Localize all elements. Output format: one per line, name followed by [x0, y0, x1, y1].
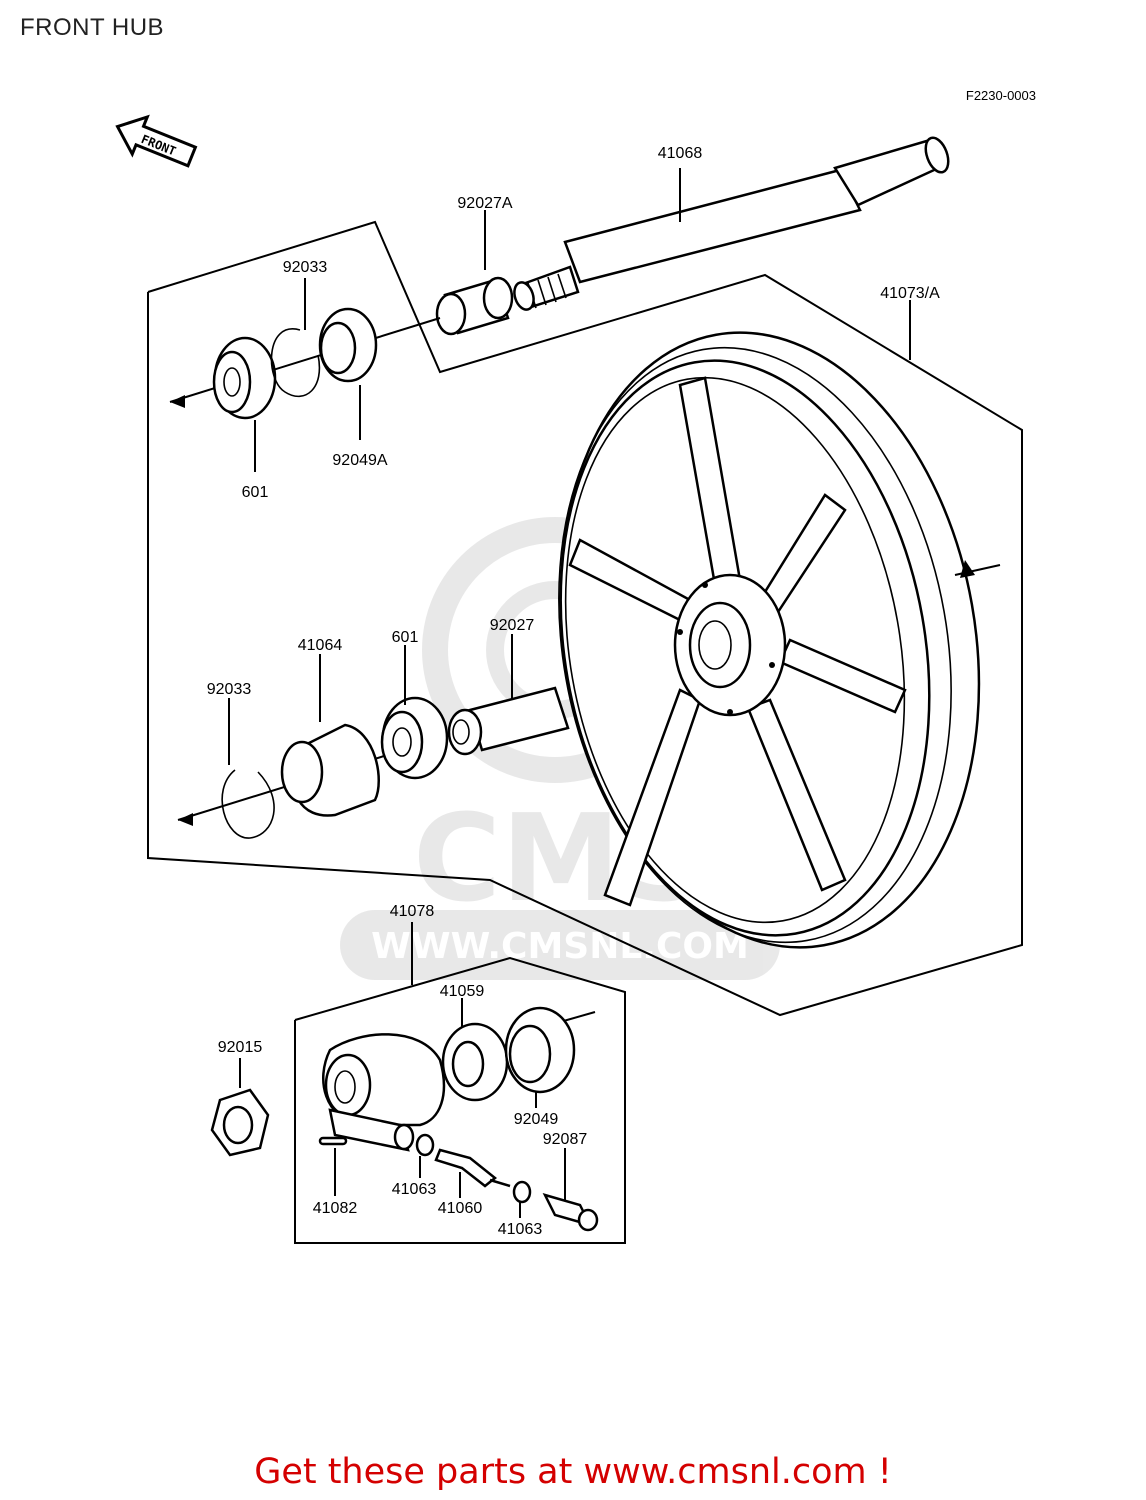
- gearbox: [322, 1033, 446, 1152]
- collar-a: [435, 276, 514, 336]
- pin: [318, 1136, 348, 1146]
- axle: [513, 136, 950, 311]
- arrow-head-icon: [170, 395, 185, 408]
- oil-seal: [504, 1006, 576, 1094]
- label-oil-seal-a: 92049A: [332, 452, 387, 469]
- label-bearing-top: 601: [242, 484, 269, 501]
- promo-footer: Get these parts at www.cmsnl.com !: [0, 1452, 1146, 1492]
- label-circlip-mid: 92033: [207, 681, 252, 698]
- pinion: [434, 1148, 511, 1188]
- bearing-mid: [380, 696, 449, 780]
- wheel: [558, 331, 981, 949]
- arrow-head-icon: [178, 813, 193, 826]
- label-pinion: 41060: [438, 1200, 483, 1217]
- label-gearbox: 41078: [390, 903, 435, 920]
- collar: [447, 686, 570, 756]
- watermark-url: WWW.CMSNL.COM: [371, 926, 749, 967]
- circlip-top: [270, 328, 321, 398]
- front-arrow-icon: FRONT: [115, 114, 198, 168]
- label-wheel: 41073/A: [880, 285, 940, 302]
- label-collar: 92027: [490, 617, 535, 634]
- label-bearing-mid: 601: [392, 629, 419, 646]
- axis-line-bottom: [559, 1011, 596, 1023]
- plate: [280, 723, 380, 817]
- label-bushing: 92087: [543, 1131, 588, 1148]
- washer-a: [415, 1133, 435, 1157]
- label-oil-seal: 92049: [514, 1111, 559, 1128]
- parts-diagram: CMS WWW.CMSNL.COM F2230-0003 FRONT: [115, 88, 1036, 1244]
- promo-link[interactable]: Get these parts at www.cmsnl.com !: [254, 1452, 892, 1492]
- label-plate: 41064: [298, 637, 343, 654]
- label-pin: 41082: [313, 1200, 358, 1217]
- drive-gear: [441, 1022, 509, 1102]
- label-washer-a: 41063: [392, 1181, 437, 1198]
- label-axle: 41068: [658, 145, 703, 162]
- label-circlip-top: 92033: [283, 259, 328, 276]
- label-collar-a: 92027A: [457, 195, 512, 212]
- oil-seal-a: [318, 307, 378, 383]
- gearbox-group-outline: [294, 956, 626, 1244]
- bushing: [542, 1193, 599, 1232]
- wheel-group-outline: [147, 220, 1023, 1017]
- label-drive-gear: 41059: [440, 983, 485, 1000]
- axis-line-top: [169, 317, 441, 403]
- bearing-top: [212, 336, 277, 420]
- cms-watermark: CMS WWW.CMSNL.COM: [340, 517, 780, 980]
- circlip-mid: [221, 769, 275, 839]
- label-nut: 92015: [218, 1039, 263, 1056]
- reference-code: F2230-0003: [966, 88, 1036, 103]
- washer-b: [512, 1180, 532, 1204]
- label-washer-b: 41063: [498, 1221, 543, 1238]
- nut: [210, 1088, 270, 1157]
- page-title: FRONT HUB: [20, 14, 165, 41]
- arrow-head-icon: [960, 560, 975, 578]
